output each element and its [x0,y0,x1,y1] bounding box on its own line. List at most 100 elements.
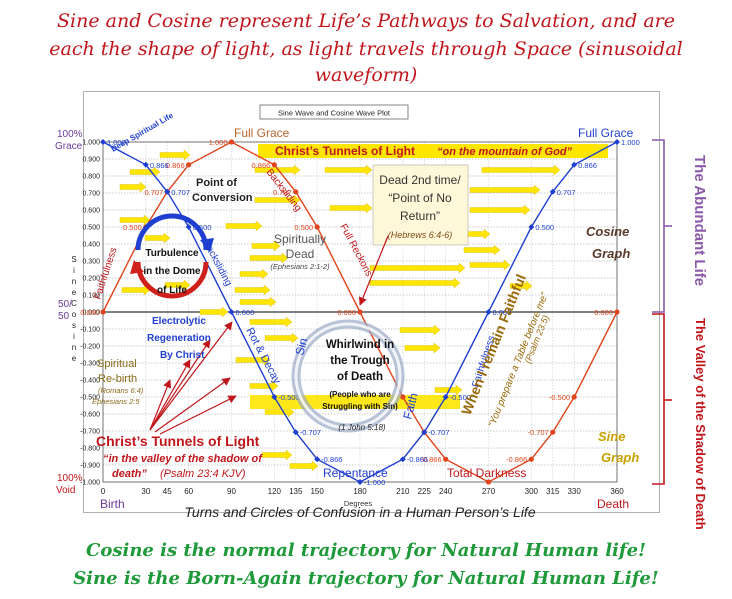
hebrews: (Hebrews 6:4-6) [388,230,453,240]
y-mid-1: 50/ [58,299,72,310]
cosine-point [442,394,449,400]
tunnel-arrow [369,262,466,274]
struggling-1: (People who are [329,390,391,399]
tunnel-arrow [469,259,511,271]
x-tick-label: 180 [353,487,367,496]
sine-point [400,394,406,400]
tunnel-arrow [235,354,271,366]
y-tick-label: -0.700 [80,429,100,436]
ephesians-25: Ephesians 2:5 [92,397,140,406]
cosine-point [164,188,171,195]
tunnel-arrow [261,449,293,461]
tunnel-arrow [129,166,161,178]
electrolytic-3: By Christ [160,350,205,361]
footer-line-2: Sine is the Born-Again trajectory for Na… [73,568,659,589]
page-title-line-2: each the shape of light, as light travel… [49,38,683,86]
turbulence-1: Turbulence [145,248,199,259]
x-tick-label: 225 [418,487,432,496]
y-tick-label: 0.400 [82,242,100,249]
cosine-graph-2: Graph [592,246,630,261]
conversion-line-2: Conversion [192,192,253,204]
tunnel-arrow [239,296,277,308]
sine-value-label: 1.000 [209,138,228,147]
y-tick-label: 0.600 [82,208,100,215]
romans: (Romans 6:4) [98,386,144,395]
dead-line-3: Return” [400,209,440,223]
tunnel-arrow [264,406,295,418]
birth-label: Birth [100,497,125,511]
sine-value-label: 0.500 [123,223,142,232]
y-axis-title-letter: C [71,299,77,308]
y-top-1: 100% [57,129,83,140]
cosine-point [228,309,235,315]
john: (1 John 5:18) [338,423,385,432]
cosine-point [485,309,492,315]
y-tick-label: -0.200 [80,344,100,351]
sine-value-label: 0.707 [273,188,292,197]
death-label: Death [597,497,629,511]
cosine-value-label: -0.866 [321,455,342,464]
spiritually-dead-2: Dead [286,247,315,261]
abundant-bracket [652,139,665,313]
sine-point [571,394,577,400]
sine-point [528,456,534,462]
y-tick-label: 0.800 [82,174,100,181]
sine-point [485,479,492,485]
cosine-value-label: 0.500 [193,223,212,232]
y-axis-title-letter: s [72,321,76,330]
cosine-value-label: -0.500 [278,393,299,402]
cosine-value-label: 0.707 [171,188,190,197]
x-tick-label: 360 [610,487,624,496]
sine-point [100,309,106,315]
axis-ticks: 1.0000.9000.8000.7000.6000.5000.4000.300… [80,140,624,497]
sine-value-label: 0.866 [166,161,185,170]
tunnel-arrow [249,316,293,328]
chart-caption: Turns and Circles of Confusion in a Huma… [184,504,535,520]
cosine-value-label: -1.000 [364,478,385,487]
tunnel-arrow [469,204,531,216]
x-tick-label: 270 [482,487,496,496]
cosine-value-label: 0.500 [535,223,554,232]
psalm-23: (Psalm 23:4 KJV) [160,468,246,480]
y-bot-2: Void [56,485,75,496]
x-tick-label: 60 [184,487,193,496]
sine-value-label: 0.000 [80,308,99,317]
turbulence-3: of Life [157,285,187,296]
pointer-arrows [149,235,389,435]
spiritually-dead-1: Spiritually [274,232,326,246]
y-tick-label: -0.600 [80,412,100,419]
tunnel-arrow [144,232,171,244]
tunnel-arrow [289,460,319,472]
deep-spiritual-life: Deep Spiritual Life [110,111,176,154]
y-tick-label: 0.500 [82,225,100,232]
valley-bracket [652,313,665,485]
tunnel-arrow [199,306,229,318]
y-axis-title-letter: n [72,343,76,352]
x-tick-label: 0 [101,487,106,496]
x-tick-label: 150 [310,487,324,496]
tunnel-arrow [234,284,271,296]
chart-title: Sine Wave and Cosine Wave Plot [278,109,391,118]
full-grace-right: Full Grace [578,126,634,140]
tunnel-arrow [463,244,501,256]
footer-line-1: Cosine is the normal trajectory for Natu… [86,540,646,561]
cosine-point [571,161,578,168]
cosine-point [100,139,106,145]
y-tick-label: 0.000 [82,310,100,317]
page-title-line-1: Sine and Cosine represent Life’s Pathway… [57,10,675,32]
sine-graph-1: Sine [598,429,625,444]
cosine-point [271,394,278,400]
conversion-line-1: Point of [196,177,237,189]
tunnel-arrow [399,324,441,336]
y-axis-title-letter: e [72,354,77,363]
valley-label: The Valley of the Shadow of Death [693,318,708,530]
ephesians-21: (Ephesians 2:1-2) [270,262,330,271]
turbulence-circle [130,213,214,299]
valley-quote-2: death” [112,468,147,480]
tunnel-arrow [369,277,461,289]
whirlwind-2: the Trough [330,355,389,367]
dead-line-1: Dead 2nd time/ [379,173,461,187]
cosine-value-label: -0.866 [407,455,428,464]
y-tick-label: -0.400 [80,378,100,385]
y-tick-label: -1.000 [80,480,100,487]
